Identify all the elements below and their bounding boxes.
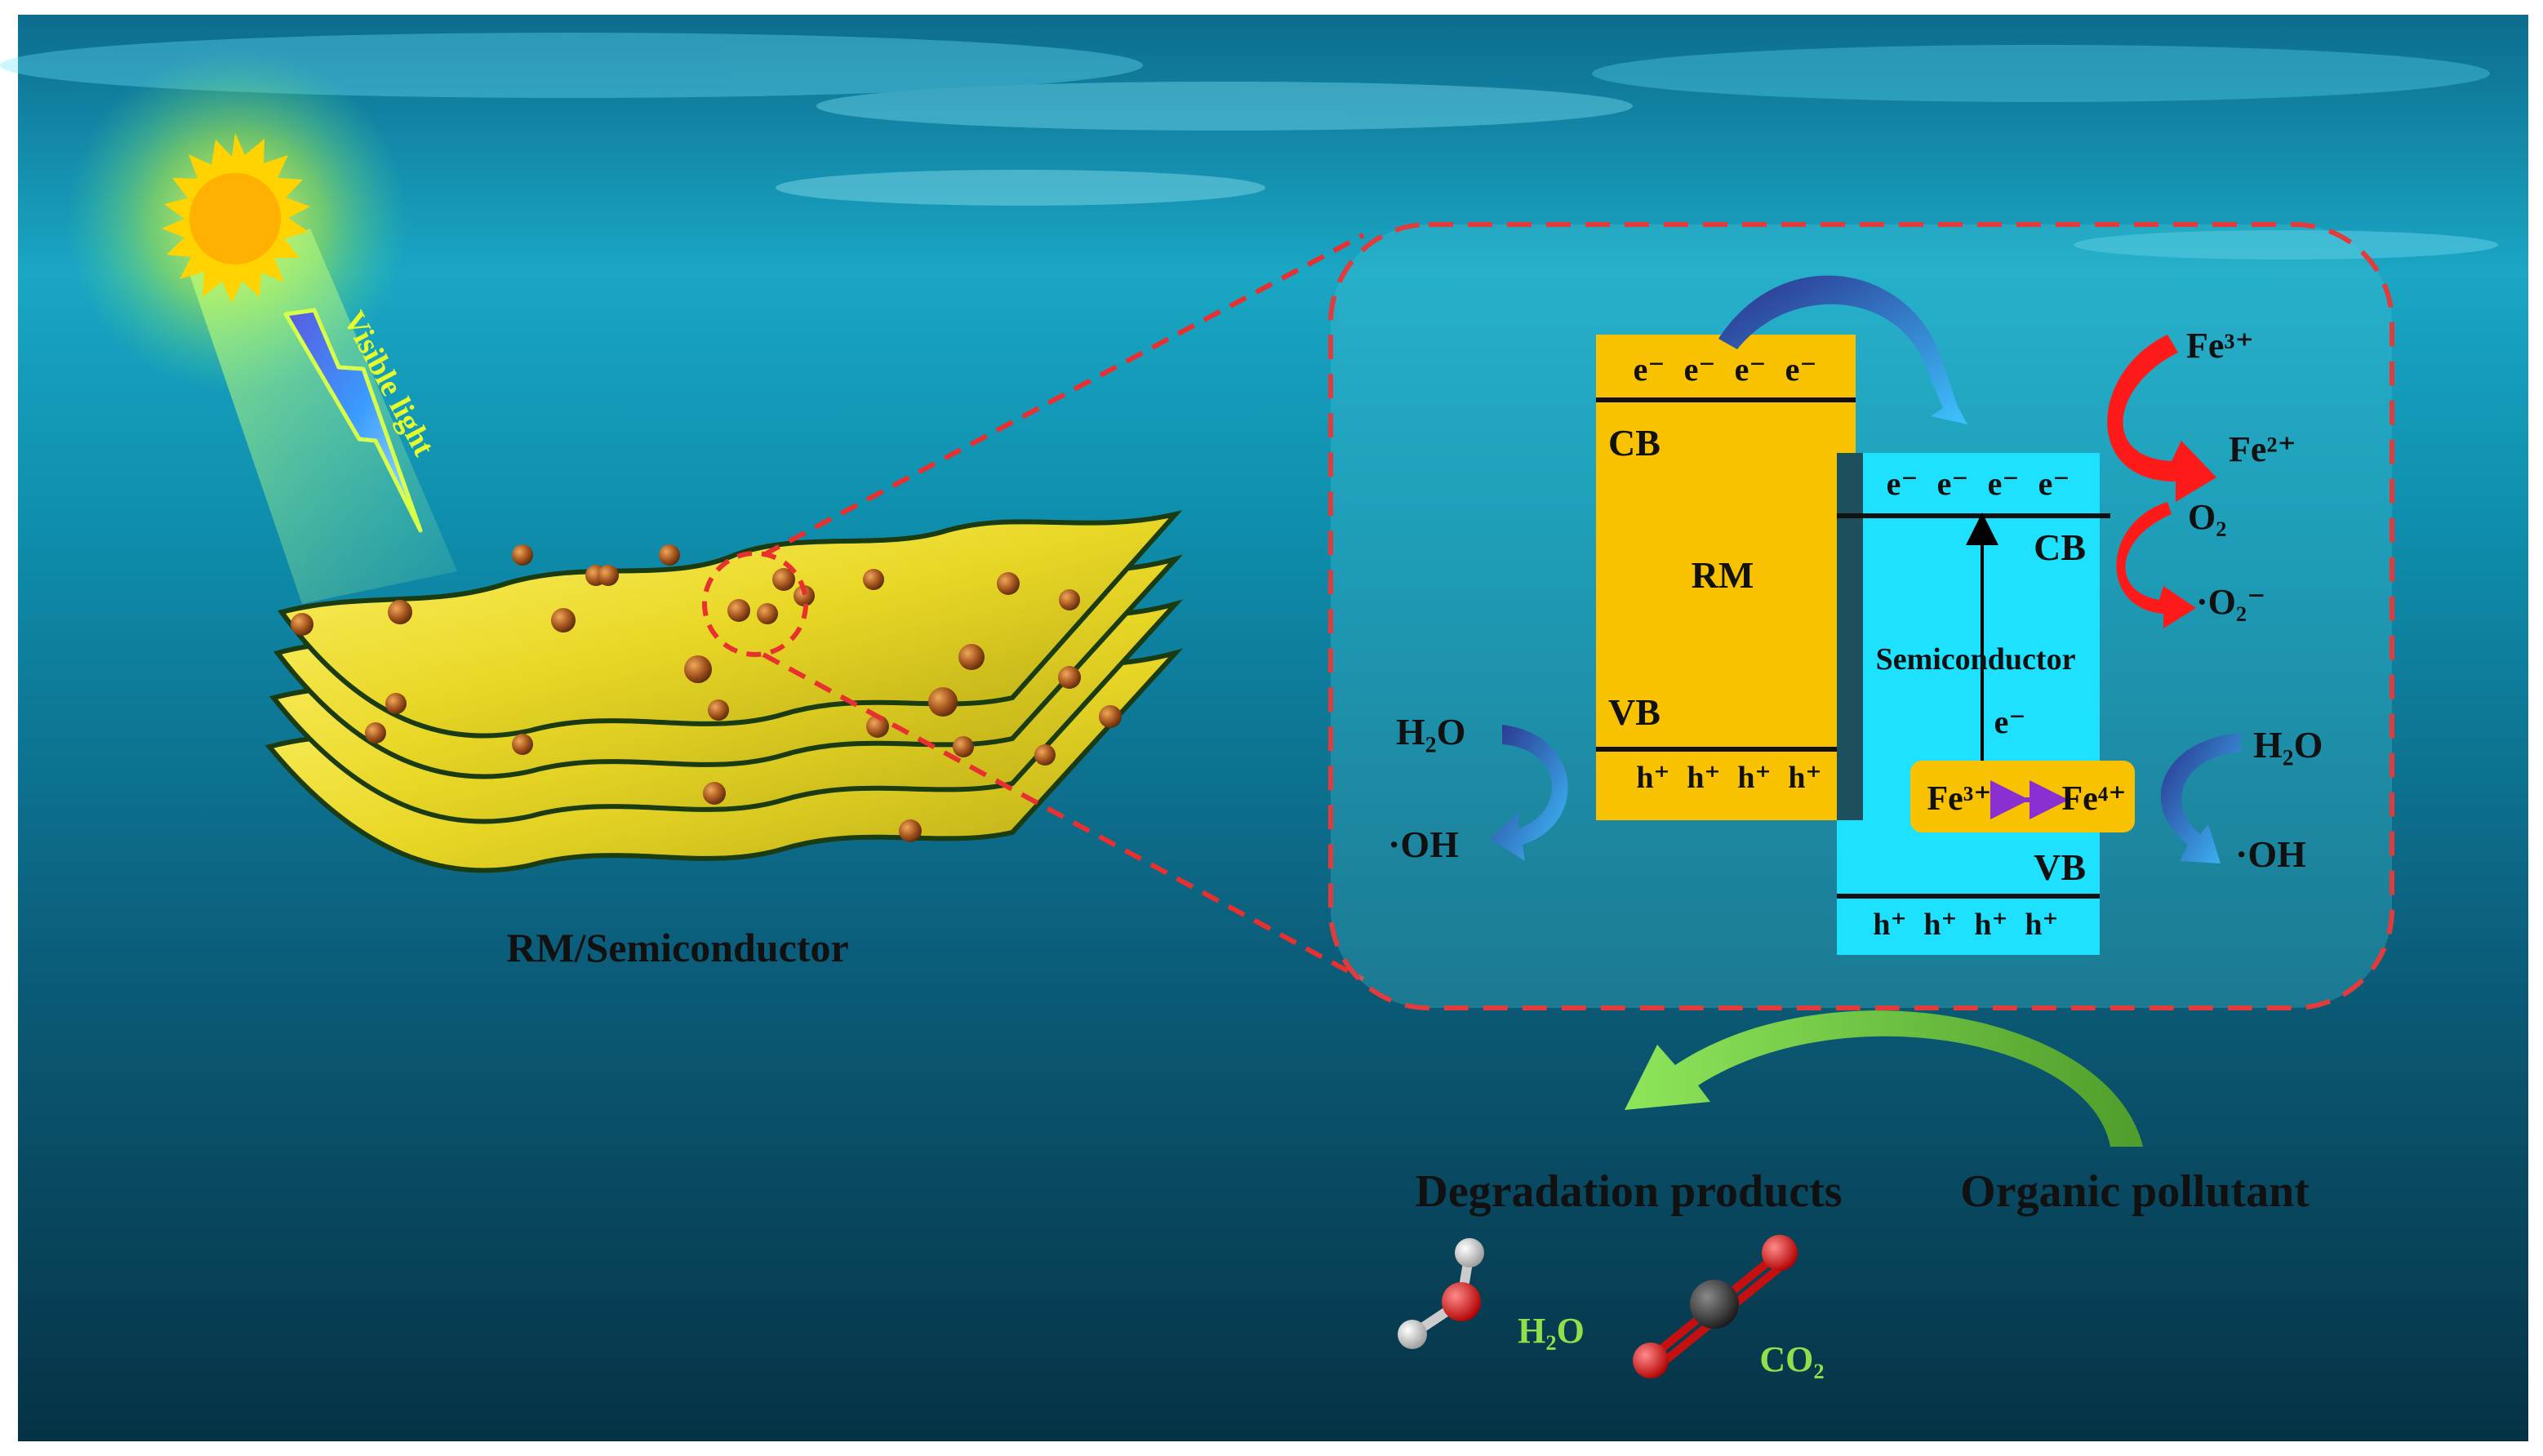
composite-label: RM/Semiconductor — [506, 925, 848, 970]
sc-hole-1: h⁺ — [1873, 908, 1906, 942]
left-h2o-label: H₂O — [1396, 711, 1465, 752]
rm-electron-1: e⁻ — [1634, 351, 1665, 388]
superoxide-label: ·O₂⁻ — [2196, 582, 2265, 622]
lightning-bolt-icon — [283, 308, 423, 533]
sc-hole-3: h⁺ — [1974, 908, 2007, 942]
rm-electron-4: e⁻ — [1785, 351, 1817, 388]
right-oh-label: ·OH — [2235, 833, 2306, 875]
o2-arrow — [2116, 502, 2196, 628]
sc-cb-label: CB — [2034, 526, 2086, 568]
o2-label: O₂ — [2188, 497, 2226, 537]
rm-hole-1: h⁺ — [1636, 761, 1669, 795]
zoom-circle — [702, 551, 808, 657]
degradation-arrow — [1625, 1010, 2143, 1147]
rm-electron-3: e⁻ — [1735, 351, 1767, 388]
rm-hole-4: h⁺ — [1788, 761, 1821, 795]
fe2-label: Fe²⁺ — [2229, 429, 2296, 469]
sc-excitation-label: e⁻ — [1994, 704, 2026, 740]
zoom-line-top — [762, 233, 1365, 557]
sc-vb-label: VB — [2034, 846, 2086, 888]
degradation-label: Degradation products — [1415, 1166, 1842, 1217]
rm-hole-3: h⁺ — [1737, 761, 1771, 795]
left-oh-label: ·OH — [1388, 823, 1459, 865]
sc-electron-4: e⁻ — [2038, 465, 2070, 502]
right-h2o-label: H₂O — [2253, 724, 2323, 766]
pollutant-label: Organic pollutant — [1960, 1166, 2310, 1217]
rm-vb-label: VB — [1608, 691, 1661, 733]
sc-name-label: Semiconductor — [1876, 642, 2076, 677]
fe-cycle-arrow — [2107, 335, 2216, 502]
sun-icon — [65, 49, 457, 604]
rm-hole-2: h⁺ — [1687, 761, 1720, 795]
transfer-arrow — [1718, 275, 1967, 424]
rm-name-label: RM — [1692, 554, 1754, 596]
sc-electron-1: e⁻ — [1887, 465, 1918, 502]
rm-band: e⁻ e⁻ e⁻ e⁻ CB RM VB h⁺ h⁺ h⁺ h⁺ — [1596, 335, 1856, 820]
product-co2-label: CO₂ — [1759, 1339, 1824, 1379]
water-molecule-icon — [1398, 1238, 1484, 1349]
left-oh-arrow — [1490, 725, 1568, 861]
fe3-top-label: Fe³⁺ — [2186, 326, 2254, 366]
rm-electron-2: e⁻ — [1684, 351, 1716, 388]
product-h2o-label: H₂O — [1518, 1311, 1585, 1351]
fe3-label: Fe³⁺ — [1927, 780, 1991, 818]
sc-hole-2: h⁺ — [1923, 908, 1957, 942]
co2-molecule-icon — [1633, 1235, 1798, 1378]
sc-electron-3: e⁻ — [1988, 465, 2020, 502]
rm-cb-label: CB — [1608, 422, 1661, 464]
zoom-line-bottom — [762, 652, 1365, 982]
fe4-label: Fe⁴⁺ — [2061, 780, 2126, 818]
sc-hole-4: h⁺ — [2025, 908, 2058, 942]
right-oh-arrow — [2160, 733, 2241, 863]
semiconductor-band: e⁻ e⁻ e⁻ e⁻ CB Semiconductor e⁻ Fe³⁺ Fe⁴… — [1837, 453, 2135, 955]
sc-electron-2: e⁻ — [1937, 465, 1969, 502]
nanoparticles — [291, 544, 1122, 842]
composite-sheets — [265, 510, 1184, 873]
